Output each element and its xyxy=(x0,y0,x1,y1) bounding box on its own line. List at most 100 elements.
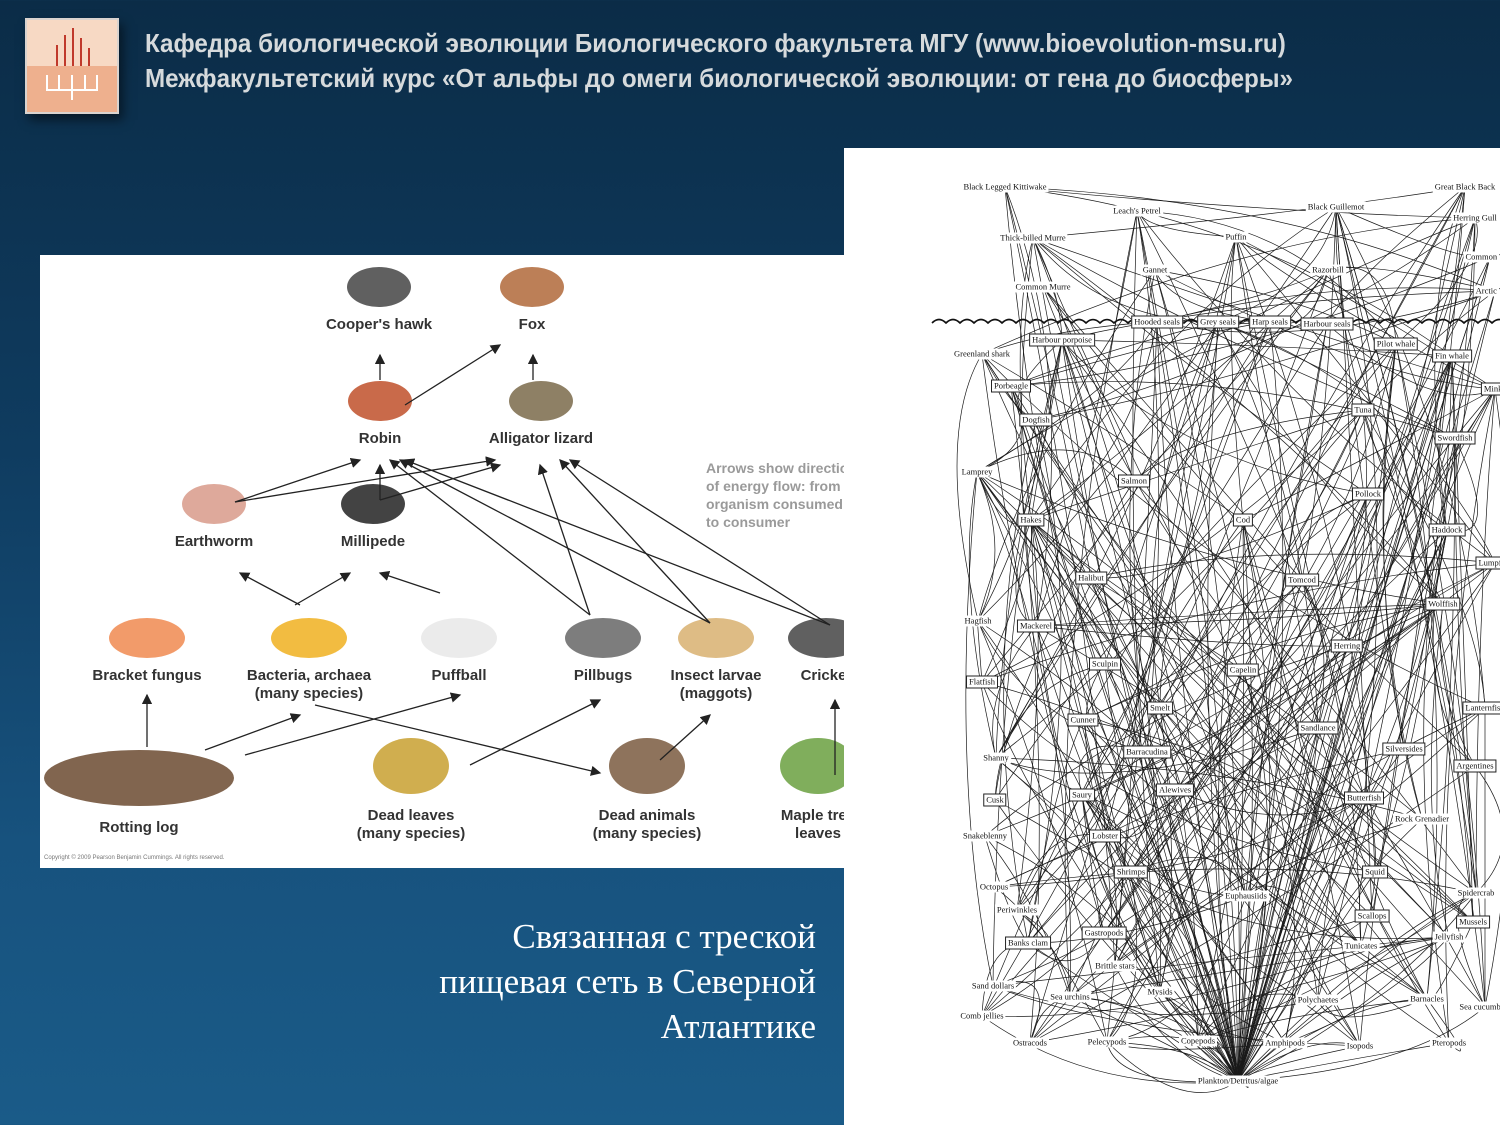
trophic-link xyxy=(1245,579,1303,897)
trophic-link xyxy=(1237,915,1373,1082)
trophic-link xyxy=(1016,493,1369,911)
trophic-link xyxy=(1237,256,1491,1082)
trophic-link xyxy=(1114,603,1444,967)
trophic-link xyxy=(981,353,1244,521)
trophic-link xyxy=(1069,996,1239,1082)
species-label: Pteropods xyxy=(1430,1037,1468,1049)
species-label: Pollock xyxy=(1352,487,1384,501)
species-label: Amphipods xyxy=(1263,1037,1307,1049)
trophic-link xyxy=(1130,871,1239,1082)
species-label: Scallops xyxy=(1354,909,1390,923)
species-label: Great Black Back xyxy=(1432,181,1498,193)
trophic-link xyxy=(1061,339,1161,993)
species-label: Lumpfish xyxy=(1475,556,1500,570)
species-label: Thick-billed Murre xyxy=(998,232,1068,244)
trophic-link xyxy=(1237,321,1284,1082)
trophic-link xyxy=(1284,936,1450,1044)
organism-illustration-10 xyxy=(678,618,754,658)
trophic-link xyxy=(1032,237,1369,495)
trophic-link xyxy=(1237,493,1369,1082)
species-label: Hagfish xyxy=(962,615,994,627)
trophic-link xyxy=(1156,321,1239,1082)
energy-flow-arrow xyxy=(234,456,497,503)
trophic-link xyxy=(1474,765,1500,894)
trophic-link xyxy=(1317,186,1466,1001)
trophic-link xyxy=(995,269,1329,759)
trophic-link xyxy=(981,493,1369,1017)
trophic-link xyxy=(1082,719,1428,1000)
trophic-link xyxy=(992,936,1450,987)
trophic-link xyxy=(1371,186,1466,917)
species-label: Gastropods xyxy=(1081,926,1127,940)
trophic-link xyxy=(1242,343,1397,671)
caption-line: пищевая сеть в Северной xyxy=(439,962,816,1001)
energy-flow-arrow xyxy=(388,459,591,616)
species-label: Snakeblenny xyxy=(961,830,1009,842)
species-label: Harbour porpoise xyxy=(1029,333,1095,347)
species-label: Flatfish xyxy=(966,675,998,689)
trophic-link xyxy=(1106,355,1453,1043)
trophic-link xyxy=(1016,519,1039,911)
trophic-link xyxy=(977,321,1219,622)
trophic-link xyxy=(1016,707,1161,911)
food-web-node-label: Robin xyxy=(358,430,402,447)
trophic-link xyxy=(1197,998,1428,1042)
energy-flow-arrow xyxy=(234,457,362,503)
trophic-link xyxy=(981,871,1132,1017)
trophic-link xyxy=(1029,707,1486,1044)
trophic-link xyxy=(1197,323,1328,1042)
trophic-link xyxy=(1019,237,1034,521)
organism-illustration-5 xyxy=(341,484,405,524)
trophic-link xyxy=(1061,290,1496,341)
trophic-link xyxy=(1090,493,1369,579)
trophic-link xyxy=(1156,287,1496,323)
species-label: Salmon xyxy=(1118,474,1150,488)
trophic-link xyxy=(1003,419,1037,944)
trophic-link xyxy=(1154,269,1271,323)
trophic-link xyxy=(1235,236,1496,390)
species-label: Polychaetes xyxy=(1295,994,1341,1006)
trophic-link xyxy=(1217,519,1244,1082)
trophic-link xyxy=(981,353,1474,923)
trophic-link xyxy=(1217,321,1444,605)
trophic-link xyxy=(1237,727,1319,1082)
trophic-link xyxy=(1030,409,1364,521)
trophic-link xyxy=(1230,236,1244,521)
department-logo xyxy=(25,18,119,114)
species-label: Greenland shark xyxy=(952,348,1012,360)
species-label: Squid xyxy=(1362,865,1388,879)
species-label: Plankton/Detritus/algae xyxy=(1195,1075,1281,1087)
trophic-link xyxy=(1032,237,1444,605)
species-label: Capelin xyxy=(1226,663,1260,677)
trophic-link xyxy=(1035,603,1444,627)
trophic-link xyxy=(1237,797,1365,1082)
species-label: Shanny xyxy=(981,752,1011,764)
trophic-link xyxy=(1346,409,1367,647)
energy-flow-arrow xyxy=(244,692,462,756)
trophic-link xyxy=(976,471,1444,605)
species-label: Grey seals xyxy=(1197,315,1239,329)
trophic-link xyxy=(1010,321,1219,387)
organism-illustration-1 xyxy=(500,267,564,307)
trophic-link xyxy=(977,620,1148,753)
trophic-link xyxy=(1104,321,1219,665)
trophic-link xyxy=(984,645,1348,837)
trophic-link xyxy=(1069,797,1365,998)
trophic-link xyxy=(1245,885,1362,947)
trophic-link xyxy=(1159,645,1348,993)
trophic-link xyxy=(1061,339,1453,357)
trophic-link xyxy=(1027,719,1084,944)
organism-illustration-2 xyxy=(348,381,412,421)
trophic-link xyxy=(1136,210,1496,564)
trophic-link xyxy=(1064,210,1138,998)
trophic-link xyxy=(1035,603,1444,627)
trophic-link xyxy=(1301,579,1362,947)
species-label: Hakes xyxy=(1017,513,1045,527)
terrestrial-web-arrows xyxy=(44,267,844,806)
food-web-node-label: Bacteria, archaea (many species) xyxy=(246,667,372,702)
trophic-link xyxy=(1010,385,1040,1044)
trophic-link xyxy=(1081,321,1219,796)
species-label: Isopods xyxy=(1344,1040,1376,1052)
trophic-link xyxy=(1335,206,1486,709)
